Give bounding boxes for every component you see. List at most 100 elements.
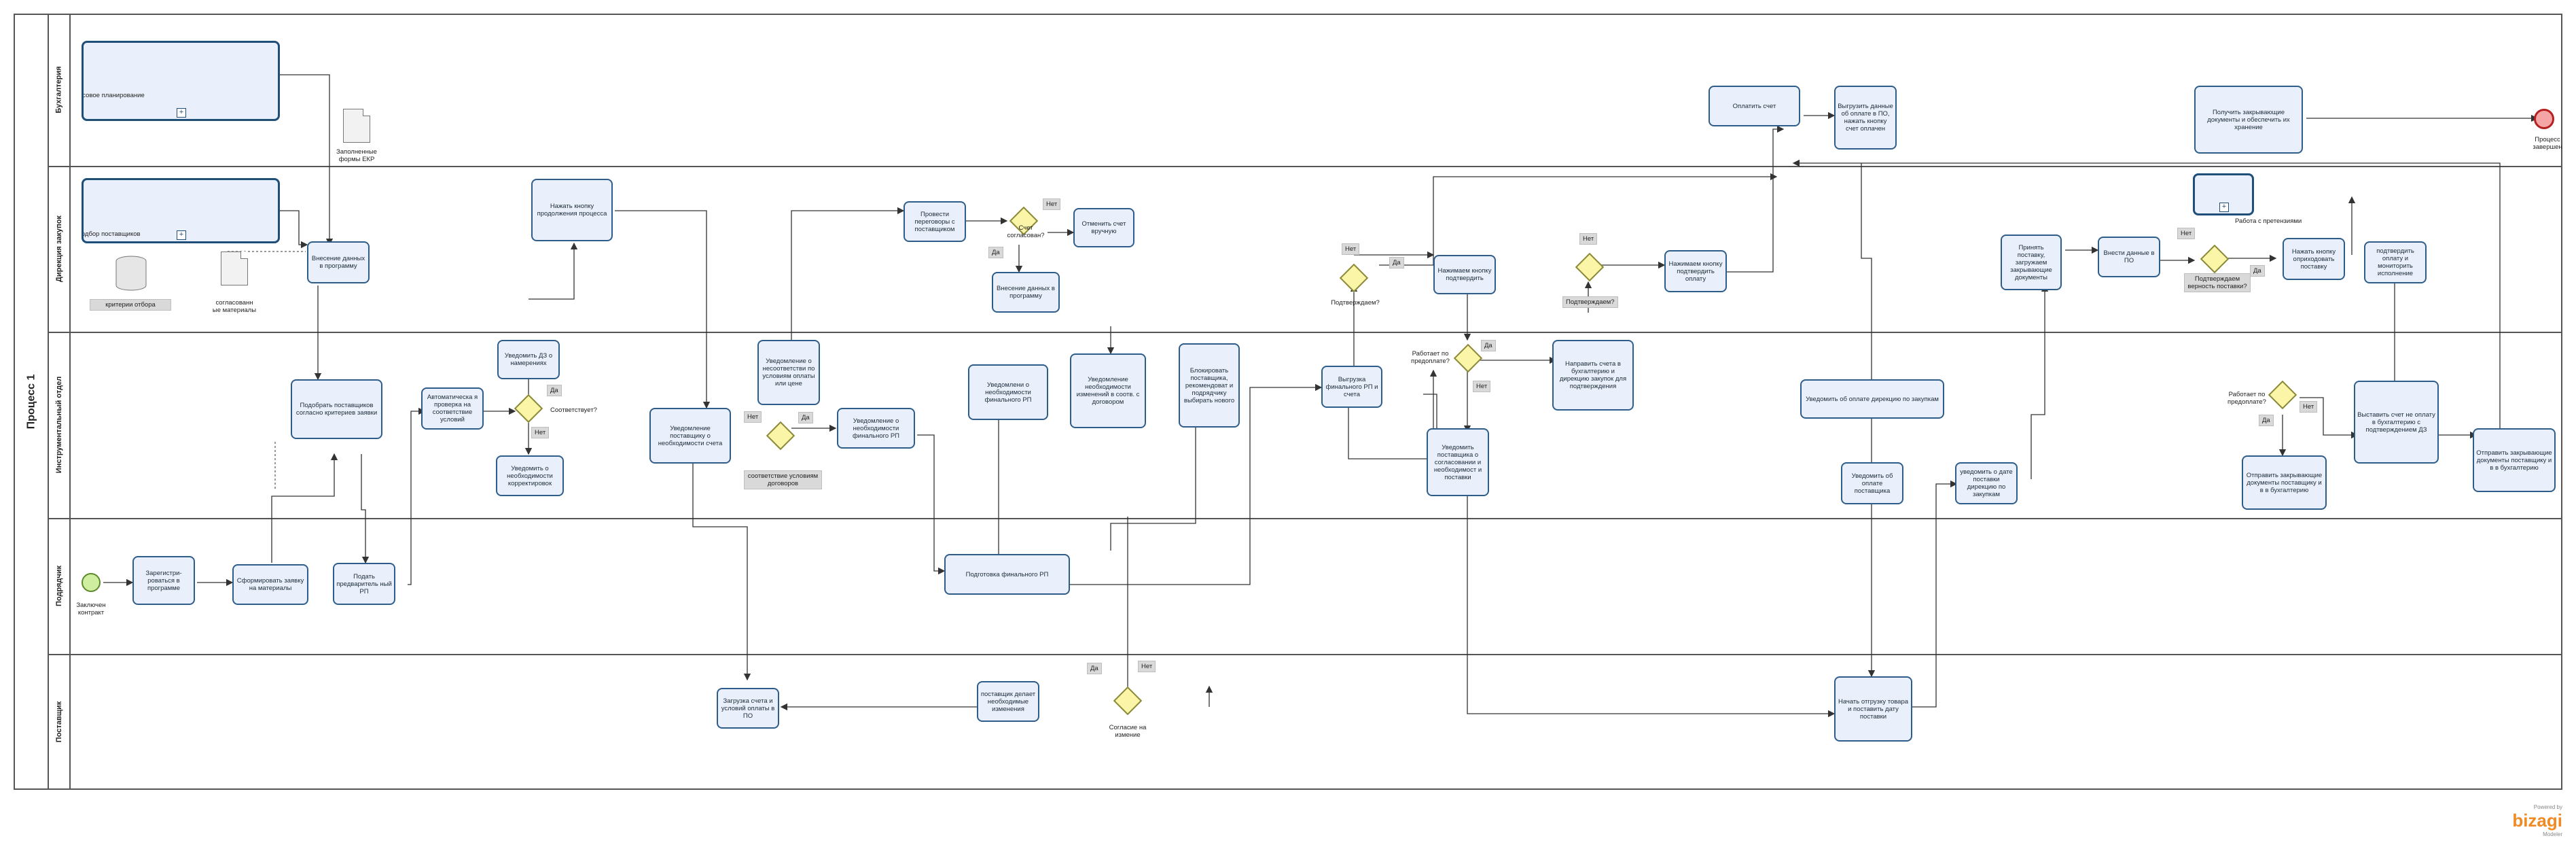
task-start-shipment[interactable]: Начать отгрузку товара и поставить дату … (1834, 676, 1912, 742)
lane-label-procurement: Дирекция закупок (49, 166, 71, 332)
flow-label-yes: Да (1389, 257, 1404, 268)
artifact-label-criteria: критерии отбора (90, 299, 171, 311)
flow-label-yes: Да (1087, 663, 1102, 674)
task-prepare-final-rp[interactable]: Подготовка финального РП (944, 554, 1070, 595)
document-icon (221, 251, 248, 285)
lane-divider-1 (49, 166, 2562, 167)
task-submit-rp[interactable]: Подать предваритель ный РП (333, 563, 395, 605)
gateway-label: соответствие условиям договоров (744, 470, 822, 489)
task-notify-correction[interactable]: Уведомить о необходимости корректировок (496, 455, 564, 496)
task-notify-final-rp-2[interactable]: Уведомлени о необходимости финального РП (968, 364, 1048, 420)
task-confirm-payment[interactable]: подтвердить оплату и мониторить исполнен… (2364, 241, 2427, 283)
lane-label-accounting: Бухгалтерия (49, 14, 71, 166)
logo-sub: Modeler (2543, 831, 2562, 837)
flow-label-no: Нет (1342, 243, 1360, 255)
lane-divider-4 (49, 654, 2562, 655)
task-supplier-changes[interactable]: поставщик делает необходимые изменения (977, 681, 1039, 722)
task-pay-invoice[interactable]: Оплатить счет (1709, 86, 1800, 126)
flow-label-yes: Да (1481, 340, 1496, 351)
task-auto-check[interactable]: Автоматическа я проверка на соответствие… (421, 387, 484, 430)
flow-label-no: Нет (744, 411, 762, 423)
flow-label-no: Нет (1138, 661, 1156, 672)
task-enter-program[interactable]: Внесение данных в программу (307, 241, 370, 283)
task-upload-final-rp[interactable]: Выгрузка финального РП и счета (1321, 366, 1382, 408)
flow-label-yes: Да (547, 385, 562, 396)
flow-label-yes: Да (988, 247, 1003, 258)
task-enter-po[interactable]: Внести данные в ПО (2098, 237, 2160, 277)
artifact-label-forms: Заполненные формы ЕКР (336, 148, 377, 163)
flow-label-yes: Да (2259, 415, 2274, 426)
flow-label-no: Нет (2177, 228, 2196, 239)
task-send-closing-docs[interactable]: Отправить закрывающие документы поставщи… (2242, 455, 2327, 510)
expand-icon[interactable]: + (177, 108, 186, 118)
task-notify-supplier-pay[interactable]: Уведомить об оплате поставщика (1841, 462, 1903, 504)
task-cancel-invoice[interactable]: Отменить счет вручную (1073, 208, 1134, 247)
task-notify-pay-procurement[interactable]: Уведомить об оплате дирекцию по закупкам (1800, 379, 1944, 419)
task-upload-pay[interactable]: Выгрузить данные об оплате в ПО, нажать … (1834, 86, 1897, 150)
task-press-continue[interactable]: Нажать кнопку продолжения процесса (531, 179, 613, 241)
flow-label-no: Нет (531, 427, 550, 438)
task-get-closing-docs[interactable]: Получить закрывающие документы и обеспеч… (2194, 86, 2303, 154)
lane-divider-2 (49, 332, 2562, 333)
task-notify-intentions[interactable]: Уведомить ДЗ о намерениях (497, 340, 560, 379)
start-event-label: Заключен контракт (76, 602, 106, 616)
lane-label-initiator: Инструментальный отдел (49, 332, 71, 518)
flow-label-no: Нет (1579, 233, 1598, 245)
lane-label-supplier: Поставщик (49, 654, 71, 790)
subprocess-claims[interactable]: + (2193, 173, 2254, 215)
task-notify-supplier-invoice[interactable]: Уведомление поставщику о необходимости с… (649, 408, 731, 464)
gateway-label: Счет согласован? (1007, 224, 1045, 239)
task-press-supply-btn[interactable]: Нажать кнопку оприходовать поставку (2283, 238, 2345, 280)
flow-label-no: Нет (2300, 401, 2318, 413)
lane-label-contractor: Подрядчик (49, 518, 71, 654)
task-notify-agreement[interactable]: Уведомить поставщика о согласовании и не… (1427, 428, 1489, 496)
task-send-invoice-accounting[interactable]: Направить счета в бухгалтерию и дирекцию… (1552, 340, 1634, 411)
task-form-request[interactable]: Сформировать заявку на материалы (232, 564, 308, 605)
task-select-suppliers[interactable]: Подобрать поставщиков согласно критериев… (291, 379, 382, 439)
task-enter-program-2[interactable]: Внесение данных в программу (992, 272, 1060, 313)
task-approve-btn[interactable]: Нажимаем кнопку подтвердить (1433, 255, 1496, 294)
start-event (82, 573, 101, 592)
task-press-confirm-pay[interactable]: Нажимаем кнопку подтвердить оплату (1664, 250, 1727, 292)
task-register[interactable]: Зарегистри-роваться в программе (132, 556, 195, 605)
gateway-label-2: Подтверждаем? (1562, 296, 1618, 308)
end-event (2534, 109, 2554, 129)
process-pool (14, 14, 2562, 790)
logo-name: bizagi (2512, 810, 2562, 831)
subprocess-finplan[interactable]: Финансовое планирование + (82, 41, 280, 121)
task-send-closing-docs-2[interactable]: Отправить закрывающие документы поставщи… (2473, 428, 2556, 492)
logo-powered: Powered by (2533, 804, 2562, 810)
document-icon (343, 109, 370, 143)
gateway-label: Подтверждаем верность поставки? (2184, 273, 2251, 292)
expand-icon[interactable]: + (177, 230, 186, 240)
task-notify-delivery-date[interactable]: уведомить о дате поставки дирекцию по за… (1955, 462, 2018, 504)
task-negotiate[interactable]: Провести переговоры с поставщиком (904, 201, 966, 242)
task-accept-supply[interactable]: Принять поставку, загружаем закрывающие … (2001, 235, 2062, 290)
gateway-label: Соответствует? (550, 406, 597, 414)
task-notify-mismatch[interactable]: Уведомление о несоответстви по условиям … (757, 340, 820, 405)
task-load-invoice[interactable]: Загрузка счета и условий оплаты в ПО (717, 688, 779, 729)
task-block-supplier[interactable]: Блокировать поставщика, рекомендоват и п… (1179, 343, 1240, 428)
subprocess-finplan-label: Финансовое планирование (82, 92, 145, 99)
subprocess-supplier-select[interactable]: Подбор поставщиков + (82, 178, 280, 243)
gateway-label: Подтверждаем? (1331, 299, 1380, 307)
task-notify-changes[interactable]: Уведомление необходимости изменений в со… (1070, 353, 1146, 428)
task-issue-invoice[interactable]: Выставить счет не оплату в бухгалтерию с… (2354, 381, 2439, 464)
end-event-label: Процесс завершен (2533, 136, 2562, 151)
flow-label-yes: Да (2250, 265, 2265, 277)
pool-header (14, 14, 49, 790)
flow-label-no: Нет (1473, 381, 1491, 392)
task-notify-final-rp[interactable]: Уведомление о необходимости финального Р… (837, 408, 915, 449)
subprocess-supplier-label: Подбор поставщиков (82, 230, 141, 238)
expand-icon[interactable]: + (2219, 203, 2229, 212)
flow-label-yes: Да (798, 412, 813, 423)
gateway-label: Работает по предоплате? (1411, 350, 1450, 365)
bizagi-logo: Powered by bizagi Modeler (2512, 804, 2562, 837)
gateway-label: Работает по предоплате? (2228, 391, 2266, 406)
database-icon (115, 256, 147, 291)
lane-divider-3 (49, 518, 2562, 519)
flow-label-no: Нет (1043, 198, 1061, 210)
artifact-label-materials: согласованн ые материалы (212, 299, 257, 314)
